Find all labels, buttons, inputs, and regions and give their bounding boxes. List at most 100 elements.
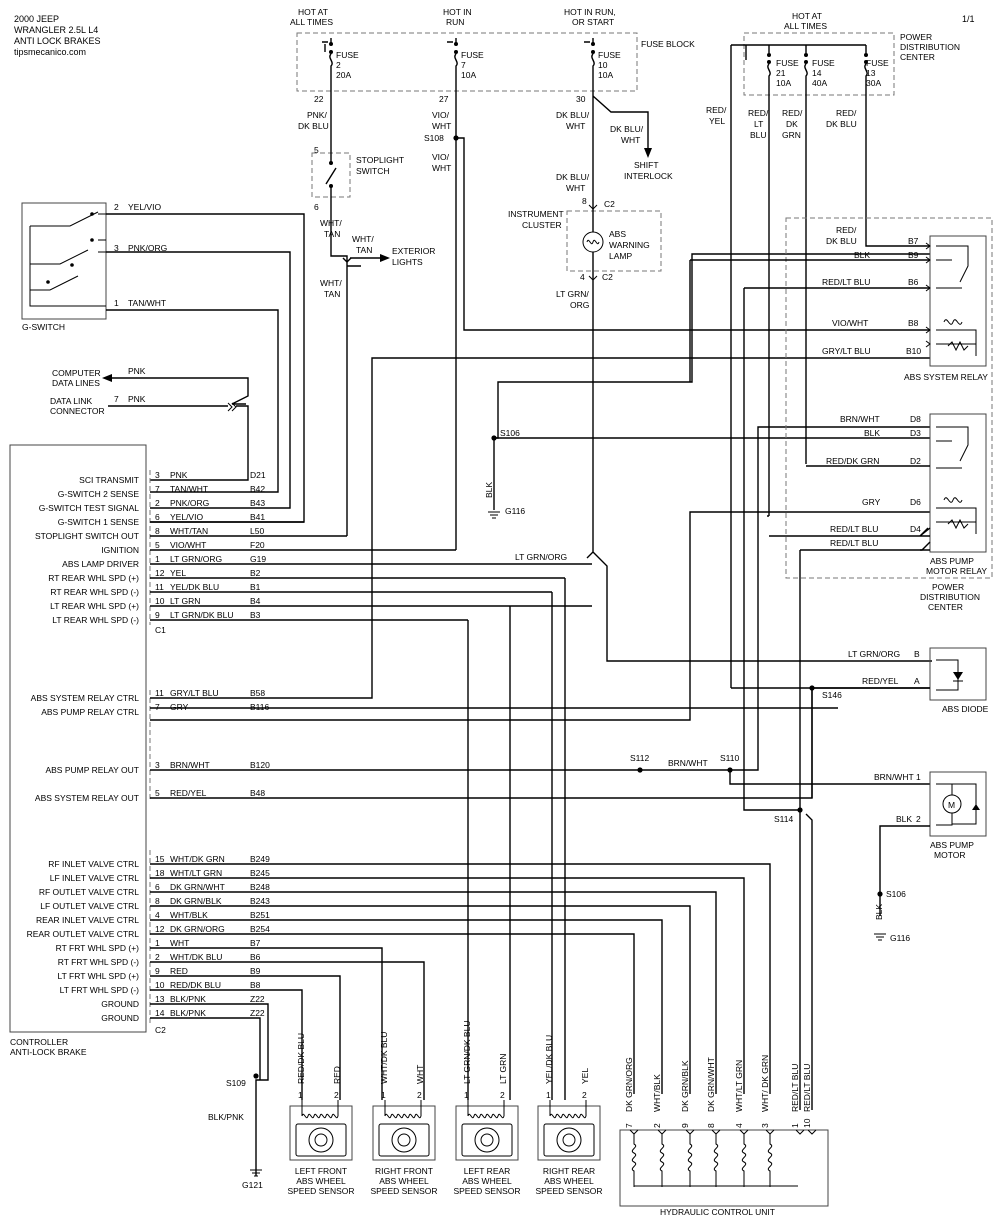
svg-text:BLK: BLK	[874, 904, 884, 920]
sensor-pin1-2: 1	[464, 1090, 469, 1100]
c1-row-wire-10: LT GRN/DK BLU	[170, 610, 233, 620]
fuse-7: FUSE 7 10A 27	[439, 38, 484, 104]
mid-row-wire-3: RED/YEL	[170, 788, 207, 798]
controller-c2-sensor-wires	[150, 947, 425, 1100]
svg-text:DATA LINK: DATA LINK	[50, 396, 93, 406]
c2-row-fn-7: RT FRT WHL SPD (-)	[58, 957, 139, 967]
c2-row-wire-3: DK GRN/BLK	[170, 896, 222, 906]
svg-text:HOT AT: HOT AT	[792, 11, 822, 21]
c1-row-wire-2: PNK/ORG	[170, 498, 209, 508]
svg-text:13: 13	[866, 68, 876, 78]
c2-row-circuit-10: Z22	[250, 994, 265, 1004]
vio-wht-relay-feed	[456, 137, 930, 331]
svg-text:LT: LT	[754, 119, 763, 129]
svg-text:DK BLU/: DK BLU/	[556, 172, 590, 182]
svg-text:BRN/WHT: BRN/WHT	[840, 414, 880, 424]
c1-row-circuit-4: L50	[250, 526, 264, 536]
svg-text:RED/YEL: RED/YEL	[862, 676, 899, 686]
mid-row-pin-0: 11	[155, 688, 164, 698]
computer-data-arrow	[102, 374, 112, 382]
c2-row-pin-11: 14	[155, 1008, 165, 1018]
svg-text:MOTOR: MOTOR	[934, 850, 965, 860]
svg-text:D8: D8	[910, 414, 921, 424]
abs-controller: CONTROLLER ANTI-LOCK BRAKE C1 C2 SCI TRA…	[9, 444, 270, 1057]
svg-text:S112: S112	[630, 753, 649, 763]
c2-row-circuit-4: B251	[250, 910, 270, 920]
mid-row-wire-0: GRY/LT BLU	[170, 688, 219, 698]
svg-text:DK BLU: DK BLU	[826, 236, 857, 246]
c1-row-wire-7: YEL	[170, 568, 186, 578]
c2-row-pin-2: 6	[155, 882, 160, 892]
s146-splice	[809, 685, 815, 691]
svg-text:10A: 10A	[461, 70, 476, 80]
svg-text:C2: C2	[604, 199, 615, 209]
svg-text:C2: C2	[155, 1025, 166, 1035]
c1-row-pin-10: 9	[155, 610, 160, 620]
hcu-pin-wire-2: DK GRN/BLK	[680, 1060, 690, 1112]
svg-text:GRN: GRN	[782, 130, 801, 140]
svg-text:TAN: TAN	[324, 289, 340, 299]
c2-row-pin-10: 13	[155, 994, 165, 1004]
mid-row-pin-3: 5	[155, 788, 160, 798]
svg-text:FUSE: FUSE	[776, 58, 799, 68]
c2-row-fn-8: LT FRT WHL SPD (+)	[58, 971, 140, 981]
svg-text:SWITCH: SWITCH	[356, 166, 390, 176]
svg-text:S106: S106	[886, 889, 906, 899]
hcu-pin-num-4: 4	[734, 1123, 744, 1128]
c1-row-pin-9: 10	[155, 596, 165, 606]
c2-row-pin-6: 1	[155, 938, 160, 948]
c1-row-circuit-1: B42	[250, 484, 265, 494]
header-block: 2000 JEEP WRANGLER 2.5L L4 ANTI LOCK BRA…	[14, 14, 101, 57]
svg-text:ABS SYSTEM RELAY: ABS SYSTEM RELAY	[904, 372, 988, 382]
svg-text:POWER: POWER	[900, 32, 932, 42]
hcu-pin-2: 9DK GRN/BLK	[680, 1060, 718, 1187]
sensor-wire1-1: WHT/DK BLU	[379, 1032, 389, 1084]
c2-row-pin-9: 10	[155, 980, 165, 990]
controller-c2-valve-wires	[150, 863, 771, 1094]
svg-text:TAN/WHT: TAN/WHT	[128, 298, 166, 308]
sensor-label-2-1: ABS WHEEL	[462, 1176, 512, 1186]
svg-text:BRN/WHT: BRN/WHT	[668, 758, 708, 768]
c2-row-wire-2: DK GRN/WHT	[170, 882, 225, 892]
s106-top: S106 BLK G116	[484, 253, 930, 519]
fuse-10: FUSE 10 10A 30	[576, 38, 621, 104]
svg-text:WHT/: WHT/	[352, 234, 374, 244]
c1-row-circuit-2: B43	[250, 498, 265, 508]
c2-row-fn-1: LF INLET VALVE CTRL	[50, 873, 140, 883]
fuse-2-hot-l2: ALL TIMES	[290, 17, 333, 27]
c1-row-pin-5: 5	[155, 540, 160, 550]
svg-text:RED/LT BLU: RED/LT BLU	[830, 524, 878, 534]
svg-text:6: 6	[314, 202, 319, 212]
header-line-4: tipsmecanico.com	[14, 47, 86, 57]
hcu-pin-wire-0: DK GRN/ORG	[624, 1057, 634, 1112]
svg-text:YEL: YEL	[709, 116, 725, 126]
c2-row-pin-0: 15	[155, 854, 165, 864]
sensor-label-1-1: ABS WHEEL	[379, 1176, 429, 1186]
mid-row-fn-3: ABS SYSTEM RELAY OUT	[35, 793, 139, 803]
exterior-lights-labels: WHT/ TAN WHT/ TAN EXTERIOR LIGHTS WHT/ T…	[320, 218, 435, 299]
pump-relay-wires	[767, 465, 931, 551]
c2-row-circuit-7: B6	[250, 952, 261, 962]
abs-diode: ABS DIODE LT GRN/ORG B RED/YEL A S146	[822, 647, 989, 714]
hcu-pin-wire-1: WHT/BLK	[652, 1074, 662, 1112]
svg-text:2: 2	[916, 814, 921, 824]
c1-row-fn-10: LT REAR WHL SPD (-)	[52, 615, 139, 625]
c2-row-wire-9: RED/DK BLU	[170, 980, 221, 990]
svg-text:BLK: BLK	[854, 250, 870, 260]
c1-row-wire-4: WHT/TAN	[170, 526, 208, 536]
c1-row-fn-9: LT REAR WHL SPD (+)	[50, 601, 139, 611]
svg-text:2: 2	[114, 202, 119, 212]
svg-text:G116: G116	[890, 933, 910, 943]
svg-text:S106: S106	[500, 428, 520, 438]
header-line-2: WRANGLER 2.5L L4	[14, 25, 98, 35]
c1-row-circuit-9: B4	[250, 596, 261, 606]
svg-text:B10: B10	[906, 346, 921, 356]
c2-row-pin-3: 8	[155, 896, 160, 906]
hcu-pin-num-0: 7	[624, 1123, 634, 1128]
svg-text:30A: 30A	[866, 78, 881, 88]
svg-text:14: 14	[812, 68, 822, 78]
c1-row-pin-6: 1	[155, 554, 160, 564]
stoplight-output-wire	[330, 206, 361, 536]
svg-text:G-SWITCH: G-SWITCH	[22, 322, 65, 332]
